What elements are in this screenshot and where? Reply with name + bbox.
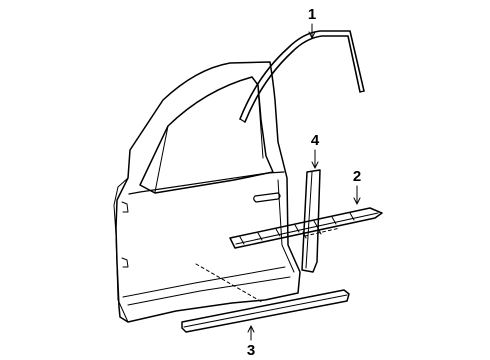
callout-2: 2 <box>353 168 361 185</box>
callout-4: 4 <box>311 132 320 149</box>
callout-3: 3 <box>247 342 255 359</box>
side-moulding <box>229 207 383 249</box>
lower-moulding <box>181 289 350 333</box>
callout-1: 1 <box>308 6 316 23</box>
leader-lines <box>247 23 361 341</box>
placement-guides <box>195 227 341 303</box>
front-door-panel <box>113 61 301 323</box>
window-frame-moulding <box>239 30 365 123</box>
door-handle <box>253 192 281 203</box>
pillar-applique <box>301 169 321 273</box>
